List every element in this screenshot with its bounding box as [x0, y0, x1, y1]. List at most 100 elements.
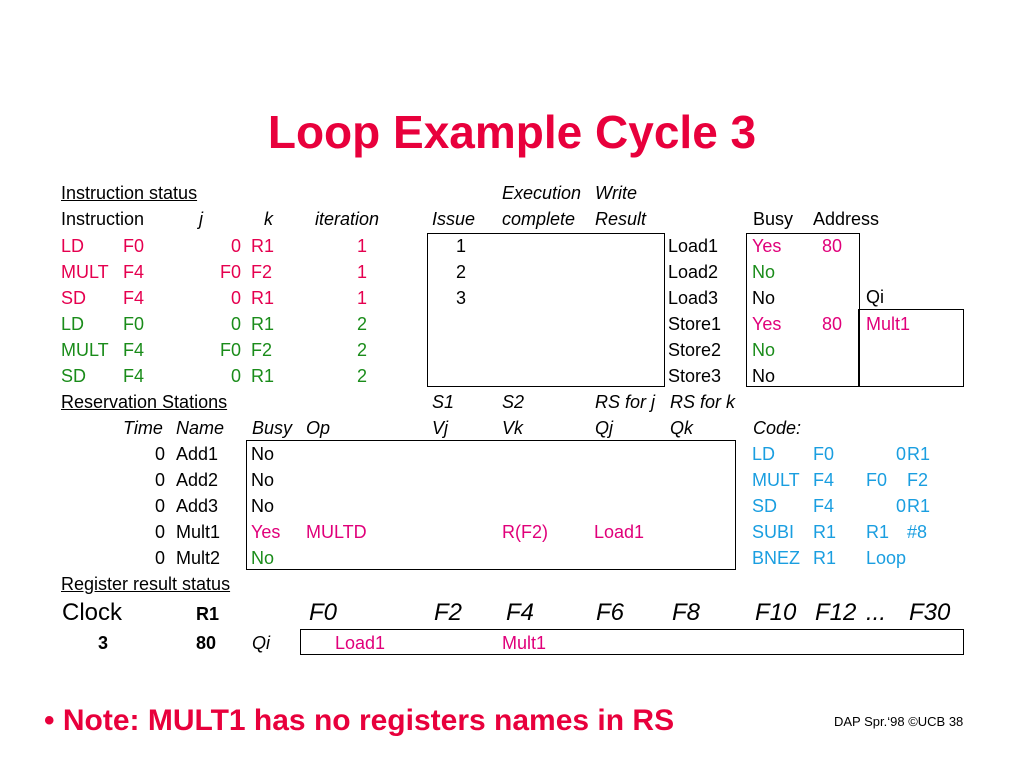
- ls-qi: Mult1: [866, 314, 911, 334]
- rs-for-j-header: RS for j: [595, 392, 656, 412]
- clock-label: Clock: [62, 599, 123, 626]
- code-arg1: F0: [813, 444, 835, 464]
- rs-name: Mult1: [176, 522, 221, 542]
- instruction-status-box: [427, 233, 665, 387]
- reservation-stations-box: [246, 440, 736, 570]
- rs-op: MULTD: [306, 522, 367, 542]
- instr-dest: F4: [123, 262, 145, 282]
- r1-label: R1: [196, 604, 220, 624]
- rs-busy: No: [251, 444, 275, 464]
- code-op: BNEZ: [752, 548, 801, 568]
- code-op: LD: [752, 444, 776, 464]
- instr-issue: 3: [455, 288, 466, 308]
- instr-issue: 2: [455, 262, 466, 282]
- rs-busy: No: [251, 548, 275, 568]
- register-name-f10: F10: [755, 599, 797, 626]
- s2-header: S2: [502, 392, 525, 412]
- ls-busy-header: Busy: [753, 209, 794, 229]
- instr-op: SD: [61, 366, 87, 386]
- rs-for-k-header: RS for k: [670, 392, 736, 412]
- vj-header: Vj: [432, 418, 449, 438]
- code-arg1: F4: [813, 496, 835, 516]
- name-header: Name: [176, 418, 225, 438]
- instruction-header: Instruction: [61, 209, 145, 229]
- rs-time: 0: [154, 470, 165, 490]
- s1-header: S1: [432, 392, 455, 412]
- j-header: j: [199, 209, 203, 229]
- rs-busy: Yes: [251, 522, 281, 542]
- ls-busy: Yes: [752, 314, 782, 334]
- code-op: SD: [752, 496, 778, 516]
- instr-iteration: 1: [356, 262, 367, 282]
- register-name-dotsdotsdots: ...: [866, 599, 887, 626]
- rs-name: Add2: [176, 470, 219, 490]
- code-arg2: R1: [866, 522, 890, 542]
- code-op: SUBI: [752, 522, 795, 542]
- register-value: Load1: [335, 633, 386, 653]
- instr-iteration: 2: [356, 366, 367, 386]
- register-name-f0: F0: [309, 599, 338, 626]
- instr-dest: F4: [123, 340, 145, 360]
- instr-k: R1: [251, 288, 275, 308]
- instr-op: MULT: [61, 340, 109, 360]
- slide-footer: DAP Spr.‘98 ©UCB 38: [834, 714, 964, 729]
- rs-time: 0: [154, 522, 165, 542]
- instr-k: R1: [251, 236, 275, 256]
- code-arg1: R1: [813, 522, 837, 542]
- register-value: Mult1: [502, 633, 547, 653]
- ls-address: 80: [822, 314, 843, 334]
- code-arg2: Loop: [866, 548, 907, 568]
- qj-header: Qj: [595, 418, 613, 438]
- instr-op: LD: [61, 314, 85, 334]
- instr-j: F0: [219, 340, 241, 360]
- ls-name: Load1: [668, 236, 719, 256]
- instr-j: F0: [219, 262, 241, 282]
- ls-address-header: Address: [813, 209, 880, 229]
- ls-address: 80: [822, 236, 843, 256]
- rs-time: 0: [154, 548, 165, 568]
- time-header: Time: [123, 418, 163, 438]
- load-store-box: [746, 233, 860, 387]
- rs-name: Add3: [176, 496, 219, 516]
- rs-busy: No: [251, 470, 275, 490]
- code-arg3: R1: [907, 444, 931, 464]
- instr-j: 0: [230, 366, 241, 386]
- code-arg3: #8: [907, 522, 928, 542]
- instr-iteration: 2: [356, 314, 367, 334]
- register-name-f12: F12: [815, 599, 857, 626]
- issue-header: Issue: [432, 209, 476, 229]
- rs-time: 0: [154, 496, 165, 516]
- instr-j: 0: [230, 236, 241, 256]
- register-name-f8: F8: [672, 599, 701, 626]
- instr-dest: F4: [123, 288, 145, 308]
- instr-dest: F4: [123, 366, 145, 386]
- vk-header: Vk: [502, 418, 524, 438]
- instr-op: LD: [61, 236, 85, 256]
- ls-busy: No: [752, 262, 776, 282]
- instr-dest: F0: [123, 236, 145, 256]
- rs-name: Add1: [176, 444, 219, 464]
- ls-qi-header: Qi: [866, 287, 884, 307]
- k-header: k: [264, 209, 273, 229]
- rs-qj: Load1: [594, 522, 645, 542]
- register-name-f6: F6: [596, 599, 625, 626]
- ls-busy: No: [752, 288, 776, 308]
- code-arg3: R1: [907, 496, 931, 516]
- store-qi-box: [858, 309, 964, 387]
- qk-header: Qk: [670, 418, 694, 438]
- op-header: Op: [306, 418, 331, 438]
- instr-op: MULT: [61, 262, 109, 282]
- instr-k: R1: [251, 314, 275, 334]
- instr-k: R1: [251, 366, 275, 386]
- register-name-f4: F4: [506, 599, 535, 626]
- write-header-top: Write: [595, 183, 637, 203]
- rs-time: 0: [154, 444, 165, 464]
- clock-value: 3: [98, 633, 109, 653]
- ls-busy: No: [752, 340, 776, 360]
- code-op: MULT: [752, 470, 800, 490]
- instr-iteration: 2: [356, 340, 367, 360]
- code-arg3: F2: [907, 470, 929, 490]
- reservation-stations-heading: Reservation Stations: [61, 392, 228, 412]
- write-result-header: Result: [595, 209, 647, 229]
- instr-j: 0: [230, 314, 241, 334]
